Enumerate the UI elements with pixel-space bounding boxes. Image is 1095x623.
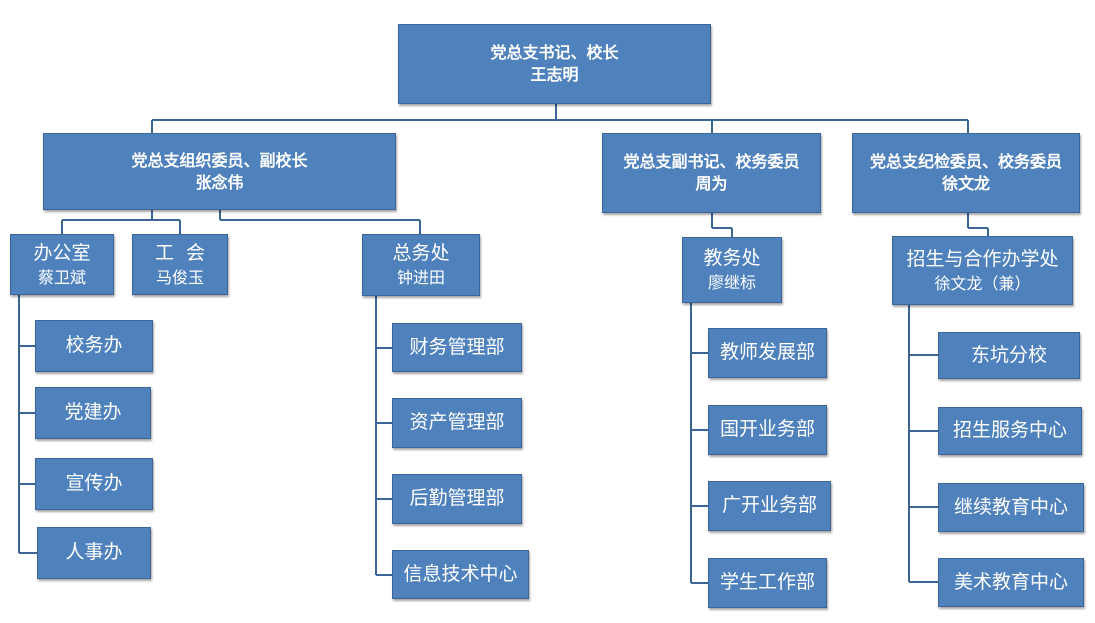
leaf-label: 学生工作部: [719, 571, 815, 594]
node-general-affairs: 总务处 钟进田: [362, 234, 480, 296]
node-principal: 党总支书记、校长 王志明: [398, 24, 711, 104]
leaf-label: 教师发展部: [719, 341, 815, 364]
leaf-label: 信息技术中心: [403, 562, 518, 585]
node-person: 钟进田: [396, 268, 445, 288]
leaf-label: 宣传办: [65, 472, 123, 495]
leaf-label: 招生服务中心: [952, 419, 1067, 442]
node-title: 办公室: [33, 241, 91, 264]
node-title: 党总支组织委员、副校长: [131, 150, 308, 170]
leaf-publicity: 宣传办: [35, 458, 153, 510]
leaf-art-education-center: 美术教育中心: [938, 558, 1084, 607]
node-person: 周为: [695, 174, 728, 193]
leaf-principal-office: 校务办: [35, 320, 153, 372]
node-title: 党总支书记、校长: [490, 43, 619, 63]
node-person: 马俊玉: [155, 267, 204, 287]
node-title: 党总支副书记、校务委员: [623, 152, 800, 172]
node-person: 王志明: [530, 65, 579, 84]
node-office: 办公室 蔡卫斌: [10, 234, 114, 295]
leaf-party-building: 党建办: [35, 387, 151, 439]
leaf-finance: 财务管理部: [392, 323, 522, 372]
leaf-label: 资产管理部: [409, 411, 505, 434]
leaf-it-center: 信息技术中心: [392, 550, 529, 599]
leaf-assets: 资产管理部: [392, 398, 522, 448]
node-deputy-secretary: 党总支副书记、校务委员 周为: [602, 133, 821, 213]
leaf-label: 财务管理部: [409, 335, 505, 358]
leaf-logistics: 后勤管理部: [392, 474, 522, 524]
node-title: 招生与合作办学处: [906, 247, 1059, 270]
node-title: 总务处: [392, 242, 450, 265]
node-title: 工 会: [154, 241, 206, 264]
node-title: 党总支纪检委员、校务委员: [869, 152, 1062, 172]
node-admissions: 招生与合作办学处 徐文龙（兼）: [892, 236, 1073, 305]
leaf-label: 广开业务部: [721, 494, 817, 517]
leaf-national-open-business: 国开业务部: [708, 405, 827, 455]
node-person: 张念伟: [195, 172, 244, 192]
node-person: 徐文龙（兼）: [934, 273, 1031, 293]
node-discipline-member: 党总支纪检委员、校务委员 徐文龙: [852, 133, 1080, 213]
leaf-guangdong-open-business: 广开业务部: [708, 481, 831, 531]
node-union: 工 会 马俊玉: [132, 234, 228, 295]
leaf-continuing-education-center: 继续教育中心: [938, 483, 1084, 532]
leaf-admission-service-center: 招生服务中心: [938, 407, 1082, 455]
leaf-label: 美术教育中心: [953, 570, 1068, 593]
node-academic-affairs: 教务处 廖继标: [682, 237, 782, 303]
node-vice-principal: 党总支组织委员、副校长 张念伟: [43, 133, 396, 210]
node-title: 教务处: [703, 247, 761, 270]
node-person: 蔡卫斌: [37, 267, 86, 287]
leaf-label: 人事办: [65, 541, 123, 564]
leaf-teacher-development: 教师发展部: [708, 328, 827, 378]
leaf-label: 国开业务部: [719, 418, 815, 441]
leaf-personnel: 人事办: [37, 527, 151, 579]
leaf-label: 东坑分校: [970, 343, 1047, 366]
leaf-label: 继续教育中心: [953, 495, 1068, 518]
leaf-student-affairs: 学生工作部: [708, 558, 827, 608]
node-person: 徐文龙: [941, 174, 990, 193]
leaf-label: 校务办: [65, 334, 123, 357]
leaf-dongkeng-branch: 东坑分校: [938, 332, 1080, 379]
leaf-label: 后勤管理部: [409, 487, 505, 510]
leaf-label: 党建办: [64, 401, 122, 424]
node-person: 廖继标: [707, 273, 756, 293]
